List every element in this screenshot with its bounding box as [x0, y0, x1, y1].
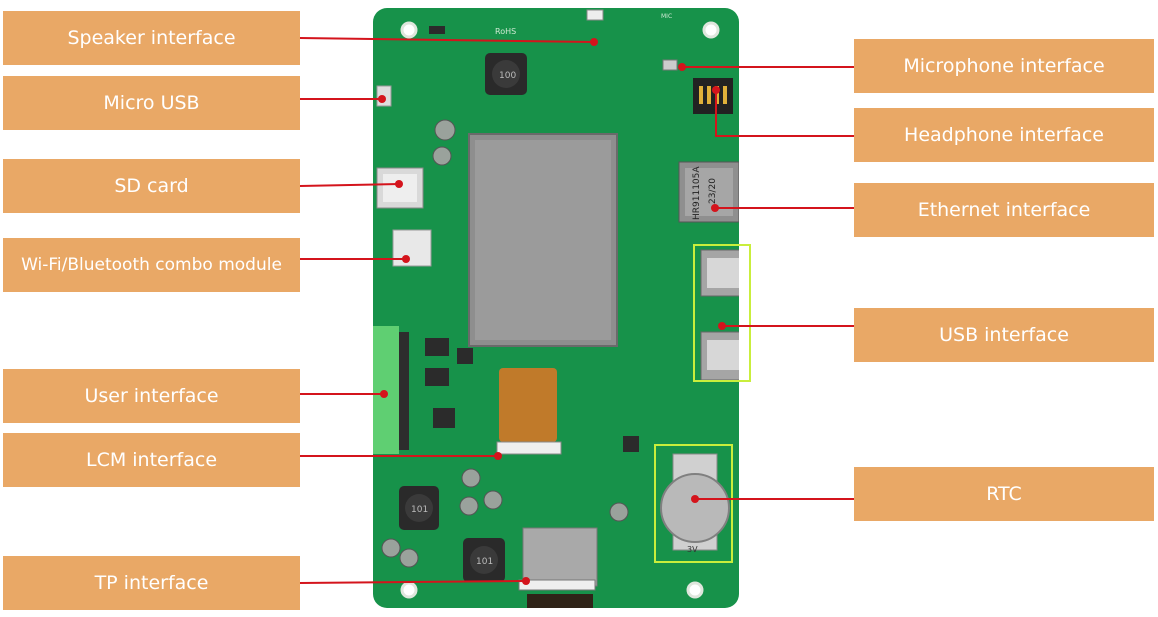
headphone-contact	[707, 86, 711, 104]
callout-dot-ethernet	[711, 204, 719, 212]
sd-card-slot-inner	[383, 174, 417, 202]
label-rtc: RTC	[854, 467, 1154, 521]
label-lcm-interface: LCM interface	[3, 433, 300, 487]
label-usb-interface: USB interface	[854, 308, 1154, 362]
mounting-hole	[686, 581, 704, 599]
ic-chip	[425, 368, 449, 386]
lcm-connector	[496, 441, 562, 455]
callout-dot-user-interface	[380, 390, 388, 398]
headphone-contact	[723, 86, 727, 104]
label-microphone-interface: Microphone interface	[854, 39, 1154, 93]
usb-port-lower-opening	[707, 340, 739, 370]
ethernet-date-code: 23/20	[708, 178, 718, 204]
tp-flex-cable	[527, 594, 593, 608]
microphone-part	[662, 59, 678, 71]
tp-connector	[518, 579, 596, 591]
rtc-highlight-box	[654, 444, 733, 563]
inductor-core	[492, 60, 520, 88]
label-sd-card: SD card	[3, 159, 300, 213]
inductor-marking: 101	[476, 557, 493, 567]
leader-line-speaker	[299, 37, 595, 43]
headphone-contact	[699, 86, 703, 104]
callout-dot-rtc	[691, 495, 699, 503]
label-tp-interface: TP interface	[3, 556, 300, 610]
callout-dot-speaker	[590, 38, 598, 46]
callout-dot-wifi	[402, 255, 410, 263]
rtc-coin-cell	[660, 473, 730, 543]
top-chip	[429, 26, 445, 34]
label-micro-usb: Micro USB	[3, 76, 300, 130]
capacitor	[483, 490, 503, 510]
label-ethernet-interface: Ethernet interface	[854, 183, 1154, 237]
usb-highlight-box	[693, 244, 751, 382]
usb-port-upper-opening	[707, 258, 739, 288]
mounting-hole	[400, 21, 418, 39]
mic-mark: MIC	[661, 13, 672, 20]
callout-dot-micro-usb	[378, 95, 386, 103]
pcb-board: RoHS MIC 100 101 101	[373, 8, 739, 608]
inductor-core	[470, 546, 498, 574]
leader-line-sd-card	[299, 183, 400, 187]
tp-shield	[522, 527, 598, 587]
leader-line-tp	[299, 580, 527, 584]
battery-voltage-mark: 3V	[687, 545, 698, 554]
mounting-hole	[702, 21, 720, 39]
callout-dot-microphone	[678, 63, 686, 71]
callout-dot-lcm	[494, 452, 502, 460]
callout-dot-tp	[522, 577, 530, 585]
inductor-marking: 100	[499, 71, 516, 81]
capacitor	[461, 468, 481, 488]
ic-chip	[433, 408, 455, 428]
capacitor	[399, 548, 419, 568]
ic-chip	[623, 436, 639, 452]
inductor-core	[405, 494, 433, 522]
callout-dot-usb	[718, 322, 726, 330]
leader-line-headphone	[715, 92, 854, 137]
label-wifi-bluetooth-module: Wi-Fi/Bluetooth combo module	[3, 238, 300, 292]
label-user-interface: User interface	[3, 369, 300, 423]
capacitor	[459, 496, 479, 516]
capacitor	[432, 146, 452, 166]
user-interface-header	[399, 332, 409, 450]
pcb-board-drawing: RoHS MIC 100 101 101	[373, 9, 739, 608]
inductor-marking: 101	[411, 505, 428, 515]
capacitor	[609, 502, 629, 522]
lcm-flex-cable	[499, 368, 557, 442]
rohs-mark: RoHS	[495, 27, 516, 36]
ic-chip	[425, 338, 449, 356]
ethernet-part-number: HR911105A	[692, 166, 702, 220]
label-headphone-interface: Headphone interface	[854, 108, 1154, 162]
processor-shield-inner	[475, 140, 611, 340]
callout-dot-headphone	[712, 86, 720, 94]
callout-dot-sd-card	[395, 180, 403, 188]
capacitor	[381, 538, 401, 558]
capacitor	[434, 119, 456, 141]
speaker-connector	[586, 9, 604, 21]
label-speaker-interface: Speaker interface	[3, 11, 300, 65]
user-interface-terminal-block	[373, 326, 399, 454]
ic-chip	[457, 348, 473, 364]
